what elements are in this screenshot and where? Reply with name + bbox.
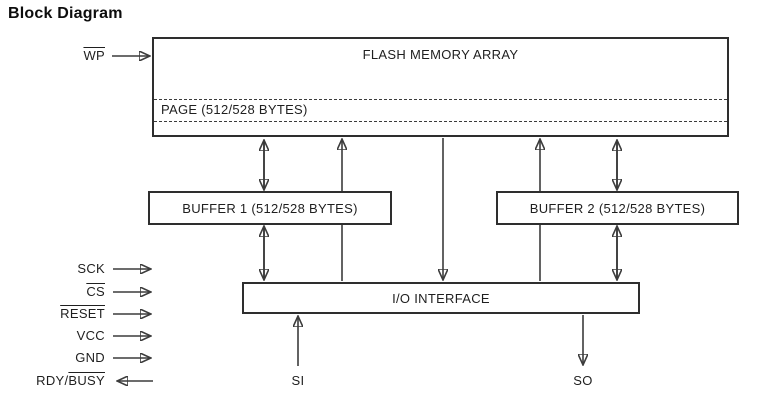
signal-label-si: SI — [291, 373, 305, 388]
page-band-dashed-line-top — [154, 99, 727, 100]
buffer1-box: BUFFER 1 (512/528 BYTES) — [148, 191, 392, 225]
signal-label-vcc: VCC — [76, 328, 105, 343]
signal-label-wp: WP — [83, 48, 105, 63]
io-interface-label: I/O INTERFACE — [392, 290, 490, 306]
page-band-dashed-line-bottom — [154, 121, 727, 122]
io-interface-box: I/O INTERFACE — [242, 282, 640, 314]
buffer2-label: BUFFER 2 (512/528 BYTES) — [529, 200, 706, 216]
flash-memory-array-label: FLASH MEMORY ARRAY — [362, 47, 519, 62]
signal-label-rdy-busy: RDY/BUSY — [36, 373, 105, 388]
page-title: Block Diagram — [8, 5, 123, 22]
signal-label-cs: CS — [86, 284, 105, 299]
signal-label-gnd: GND — [75, 350, 105, 365]
signal-label-reset: RESET — [60, 306, 105, 321]
buffer1-label: BUFFER 1 (512/528 BYTES) — [182, 200, 358, 216]
flash-memory-array-box: FLASH MEMORY ARRAY PAGE (512/528 BYTES) — [152, 37, 729, 137]
page-band-label: PAGE (512/528 BYTES) — [161, 102, 308, 117]
buffer2-box: BUFFER 2 (512/528 BYTES) — [496, 191, 739, 225]
signal-label-so: SO — [573, 373, 593, 388]
signal-label-sck: SCK — [77, 261, 105, 276]
